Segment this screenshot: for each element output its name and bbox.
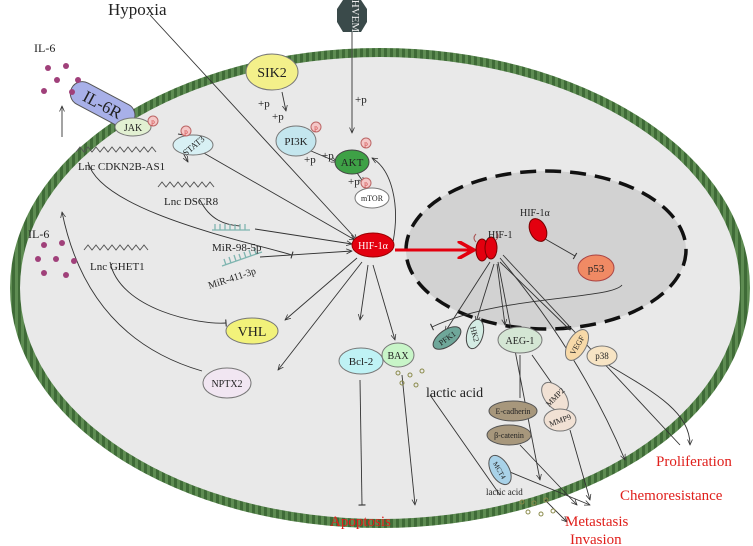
hvem-label: HVEM (349, 0, 361, 32)
p38-label: p38 (595, 351, 609, 361)
lnc-ghet1-label: Lnc GHET1 (90, 261, 145, 273)
sik2-node (245, 53, 299, 91)
svg-text:p: p (184, 128, 188, 136)
lnc-cdkn2b-label: Lnc CDKN2B-AS1 (78, 161, 165, 173)
il6-left-label: IL-6 (28, 227, 49, 241)
svg-text:+p: +p (304, 154, 316, 166)
phosphate-markers: p p p p p (147, 115, 372, 189)
sik2-label: SIK2 (257, 66, 287, 81)
svg-text:+p: +p (348, 176, 360, 188)
svg-text:p: p (364, 180, 368, 188)
hif1a-nuclear-node (528, 218, 548, 242)
metastasis-label: Metastasis (565, 514, 628, 530)
nptx2-node (202, 367, 252, 399)
nptx2-label: NPTX2 (211, 379, 242, 390)
hypoxia-label: Hypoxia (108, 0, 167, 19)
pi3k-node (275, 125, 317, 157)
akt-label: AKT (341, 157, 364, 169)
bcl2-node (338, 347, 384, 375)
bcatenin-label: β-catenin (494, 431, 524, 440)
hif1-complex (473, 231, 499, 262)
lactic-acid-dots (395, 368, 556, 517)
aeg1-node (497, 326, 543, 354)
aeg1-label: AEG-1 (506, 336, 535, 347)
svg-text:p: p (364, 140, 368, 148)
bcatenin-node (486, 424, 532, 446)
hif1a-nuclear-label: HIF-1α (520, 208, 550, 219)
proliferation-label: Proliferation (656, 454, 732, 470)
hif1-label: HIF-1 (488, 230, 512, 241)
il6-molecules-left (35, 240, 77, 278)
mmp9-node (543, 408, 577, 432)
hvem-receptor: HVEM (337, 0, 367, 32)
svg-text:p: p (151, 118, 155, 126)
vhl-node (225, 317, 279, 345)
p38-node (586, 345, 618, 367)
hk2-label: HK2 (468, 325, 481, 342)
il6-top-label: IL-6 (34, 41, 55, 55)
bax-node (381, 342, 415, 368)
vegf-node (564, 329, 590, 361)
mtor-label: mTOR (361, 194, 384, 203)
stat3-node (172, 134, 214, 156)
jak-label: JAK (124, 123, 143, 134)
lactic-acid-small-label: lactic acid (486, 487, 523, 497)
mtor-node (354, 187, 390, 209)
ecadherin-node (488, 400, 538, 422)
vhl-label: VHL (238, 325, 267, 340)
outcomes: Proliferation Chemoresistance Apoptosis … (330, 454, 732, 546)
chemoresistance-label: Chemoresistance (620, 488, 723, 504)
svg-text:+p: +p (258, 98, 270, 110)
p53-node (577, 254, 615, 282)
il6-molecules-top (41, 63, 81, 95)
hif1a-label: HIF-1α (358, 241, 388, 252)
bax-label: BAX (387, 351, 409, 362)
p53-label: p53 (588, 263, 605, 275)
mct4-transporter (488, 454, 512, 486)
ecadherin-label: E-cadherin (495, 407, 530, 416)
lncrna-strands (75, 146, 215, 251)
akt-node (334, 149, 370, 175)
invasion-label: Invasion (570, 532, 622, 546)
svg-text:p: p (314, 124, 318, 132)
apoptosis-label: Apoptosis (330, 514, 391, 530)
pfk1-node (432, 326, 462, 350)
lnc-dscr8-label: Lnc DSCR8 (164, 196, 219, 208)
hk2-node (465, 318, 485, 350)
lactic-acid-label: lactic acid (426, 386, 483, 401)
svg-text:+p: +p (322, 150, 334, 162)
hif1a-node (351, 232, 395, 258)
bcl2-label: Bcl-2 (349, 356, 373, 368)
svg-text:+p: +p (355, 94, 367, 106)
jak-node (114, 117, 152, 137)
phosphorylation-labels: +p +p +p +p +p +p (258, 94, 367, 188)
mir98-label: MiR-98-5p (212, 242, 262, 254)
mirna-strands (212, 224, 263, 267)
pi3k-label: PI3K (284, 136, 307, 148)
connectors (62, 14, 690, 522)
svg-text:+p: +p (272, 111, 284, 123)
